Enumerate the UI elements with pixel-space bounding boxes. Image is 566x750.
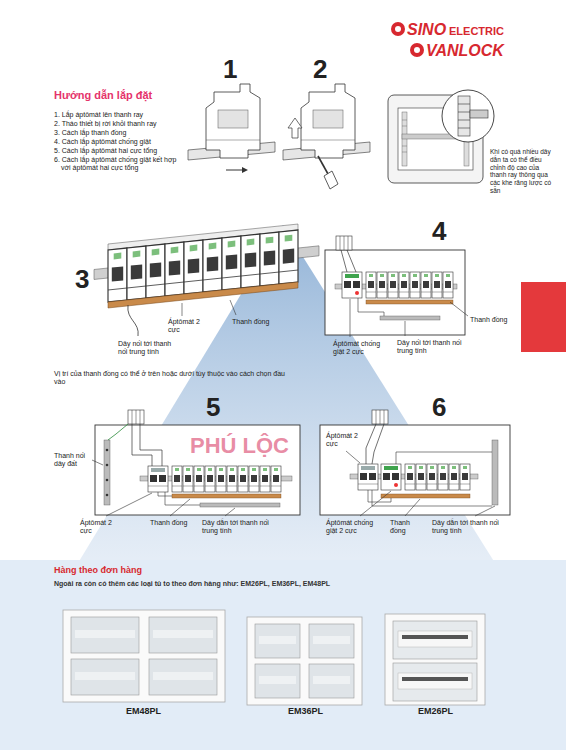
part-label: Áptômát chống giật 2 cực: [326, 519, 382, 536]
callout-number: 3: [75, 266, 89, 292]
product-em48pl: [63, 610, 225, 702]
callout-number: 4: [432, 218, 446, 244]
step-item: 2. Tháo thiết bị rời khỏi thanh ray: [54, 120, 204, 128]
figure-6: [320, 410, 510, 516]
part-label: Thanh đồng: [150, 519, 187, 527]
model-label: EM48PL: [126, 706, 161, 717]
part-label: Dây nối tới thanh nối trung tính: [397, 339, 473, 356]
brand-name: ELECTRIC: [449, 25, 504, 38]
figure-3: [94, 222, 319, 336]
part-label: Thanh nối dây đất: [54, 452, 92, 469]
model-label: EM36PL: [288, 706, 323, 717]
figure-5: [92, 410, 300, 516]
step-item: 5. Cách lắp áptômát hai cực tổng: [54, 147, 204, 155]
part-label: Áptômát 2 cực: [80, 519, 120, 536]
part-label: Dây dẫn tới thanh nối trung tính: [202, 519, 274, 536]
enclosure-figure: [388, 90, 494, 183]
part-label: Dây nối tới thanh nối trung tính: [118, 340, 180, 357]
part-label: Dây dẫn tới thanh nối trung tính: [432, 519, 508, 536]
part-label: Thanh đồng: [232, 318, 269, 326]
part-label: Áptômát 2 cực: [326, 432, 360, 449]
part-label: Thanh đồng: [470, 316, 510, 324]
figure-1: [188, 84, 275, 173]
part-label: Thanh đồng: [390, 519, 424, 536]
step-item: 6. Cách lắp áptômát chống giật kết hợp v…: [54, 156, 186, 173]
brand-name: SINO: [407, 20, 446, 39]
part-label: Áptômát 2 cực: [168, 318, 204, 335]
callout-number: 1: [223, 56, 237, 82]
step-item: 3. Cách lắp thanh đồng: [54, 129, 204, 137]
step-item: 4. Cách lắp áptômát chống giật: [54, 138, 204, 146]
figure-2: [283, 84, 370, 189]
watermark: PHÚ LỘC: [190, 435, 289, 457]
step-item: 1. Lắp áptômát lên thanh ray: [54, 111, 204, 119]
callout-number: 6: [432, 394, 446, 420]
bottom-band: [0, 560, 566, 750]
note-text: Vị trí của thanh đồng có thể ở trên hoặc…: [54, 370, 294, 387]
side-tab: [521, 282, 566, 352]
callout-number: 2: [313, 56, 327, 82]
note-text: Khi có quá nhiều dây dẫn ta có thể điều …: [490, 148, 556, 195]
model-label: EM26PL: [418, 706, 453, 717]
page-title: Hướng dẫn lắp đặt: [54, 89, 152, 102]
section-heading: Hàng theo đơn hàng: [54, 565, 142, 576]
brand-name: VANLOCK: [426, 41, 504, 60]
callout-number: 5: [206, 394, 220, 420]
figure-4: [325, 236, 468, 337]
product-em26pl: [385, 614, 485, 705]
description: Ngoài ra còn có thêm các loại tủ to theo…: [54, 580, 534, 588]
part-label: Áptômát chống giật 2 cực: [333, 340, 388, 357]
product-em36pl: [247, 617, 362, 705]
